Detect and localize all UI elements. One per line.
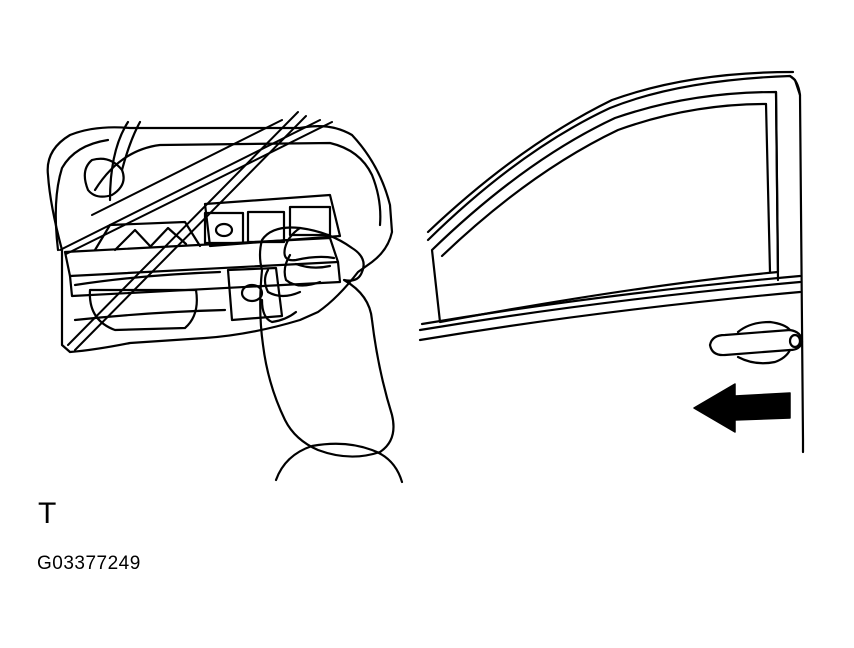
belt-moulding-lower: [418, 290, 802, 342]
forward-direction-arrow: [693, 383, 791, 433]
inner-handle-pocket: [88, 288, 198, 332]
view-letter: T: [38, 497, 57, 530]
door-inner-frame-lip: [54, 138, 110, 252]
door-inner-frame: [46, 125, 394, 354]
release-cables: [59, 111, 333, 351]
window-frame-outer: [426, 70, 795, 234]
door-exterior-view: [418, 70, 805, 454]
window-rear-channel-2: [774, 90, 780, 282]
sleeve-cuff: [274, 442, 404, 484]
belt-moulding: [418, 280, 802, 332]
door-panel-upper-curve: [93, 141, 382, 227]
window-frame-inner: [440, 102, 768, 258]
door-interior-view: [46, 111, 404, 484]
window-rear-channel: [764, 102, 772, 274]
belt-moulding-edge: [420, 274, 802, 326]
hand: [258, 226, 404, 484]
door-trim-hook-stem: [108, 120, 142, 202]
connector-hole: [240, 283, 264, 303]
figure-code: G03377249: [37, 553, 141, 574]
door-panel-lower-curve: [73, 270, 227, 322]
door-b-pillar: [788, 74, 802, 97]
outside-door-handle: [708, 320, 804, 365]
window-glass: [430, 90, 780, 324]
connector-tab: [226, 266, 284, 322]
mounting-bracket: [63, 193, 342, 298]
